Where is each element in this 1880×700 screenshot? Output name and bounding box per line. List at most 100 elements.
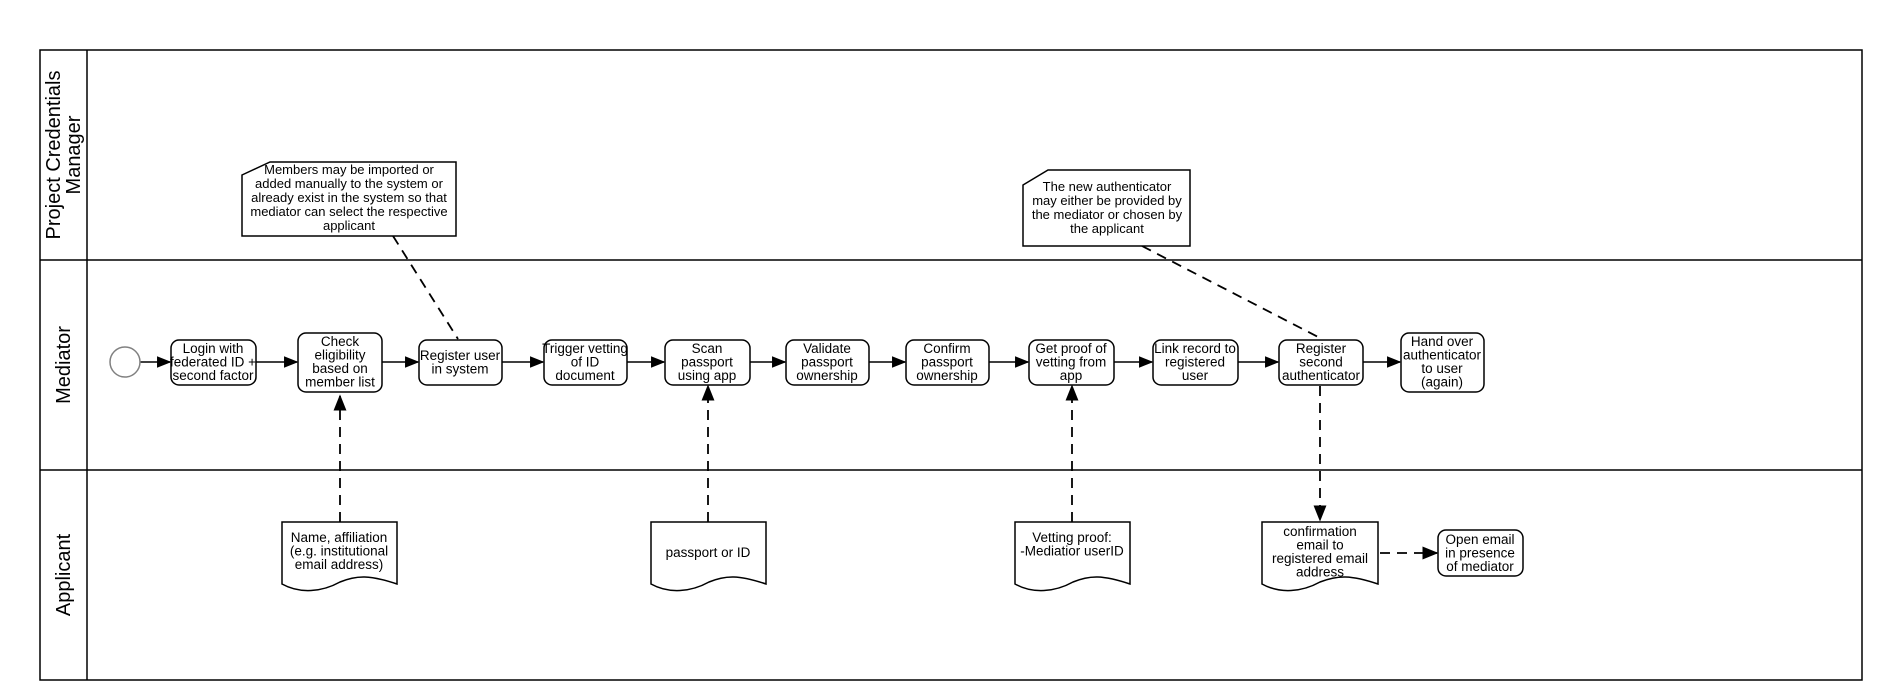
pool-border bbox=[39, 49, 1863, 681]
lane-title-applicant: Applicant bbox=[53, 533, 75, 616]
task-confirm[interactable] bbox=[905, 339, 990, 386]
text-line: to user bbox=[1421, 361, 1463, 376]
document-shapes bbox=[281, 521, 1379, 592]
task-shapes bbox=[170, 332, 1524, 577]
text-line: may either be provided by bbox=[1032, 193, 1182, 208]
doc-name[interactable] bbox=[281, 521, 398, 592]
text-line: ownership bbox=[916, 368, 978, 383]
lane-title-mediator: Mediator bbox=[53, 326, 75, 404]
task-register[interactable] bbox=[418, 339, 503, 386]
text-line: email to bbox=[1296, 538, 1343, 553]
text-line: Confirm bbox=[923, 341, 970, 356]
task-proof[interactable] bbox=[1028, 339, 1115, 386]
task-link[interactable] bbox=[1152, 339, 1239, 386]
text-line: The new authenticator bbox=[1043, 179, 1172, 194]
text-line: the applicant bbox=[1070, 221, 1144, 236]
text-line: authenticator bbox=[1403, 348, 1482, 363]
text-line: passport or ID bbox=[666, 545, 751, 560]
text-line: ownership bbox=[796, 368, 858, 383]
text-line: Mediator bbox=[53, 326, 75, 404]
text-line: Register user bbox=[420, 348, 501, 363]
text-line: passport bbox=[681, 355, 733, 370]
text-line: of mediator bbox=[1446, 559, 1514, 574]
text-line: registered bbox=[1165, 355, 1225, 370]
text-line: (e.g. institutional bbox=[290, 544, 388, 559]
text-line: confirmation bbox=[1283, 524, 1357, 539]
text-line: document bbox=[555, 368, 615, 383]
data-associations bbox=[333, 235, 1439, 560]
doc-vetting-text: Vetting proof:-Mediatior userID bbox=[1020, 530, 1124, 559]
lane-title-project-credentials-manager: Project CredentialsManager bbox=[43, 71, 85, 240]
text-line: address bbox=[1296, 565, 1344, 580]
text-line: passport bbox=[801, 355, 853, 370]
text-line: using app bbox=[678, 368, 737, 383]
note-authenticator bbox=[1022, 169, 1191, 247]
task-openemail[interactable] bbox=[1437, 529, 1524, 577]
text-line: added manually to the system or bbox=[255, 176, 444, 191]
task-scan[interactable] bbox=[664, 339, 751, 386]
text-line: Link record to bbox=[1154, 341, 1236, 356]
text-line: of ID bbox=[571, 355, 600, 370]
text-line: -Mediatior userID bbox=[1020, 544, 1124, 559]
text-line: the mediator or chosen by bbox=[1032, 207, 1183, 222]
note-shapes bbox=[241, 161, 1191, 247]
text-line: Scan bbox=[692, 341, 723, 356]
text-line: Name, affiliation bbox=[291, 530, 388, 545]
text-line: registered email bbox=[1272, 551, 1368, 566]
text-line: Get proof of bbox=[1035, 341, 1107, 356]
doc-vetting[interactable] bbox=[1014, 521, 1131, 592]
text-line: passport bbox=[921, 355, 973, 370]
text-line: vetting from bbox=[1036, 355, 1107, 370]
text-line: second bbox=[1299, 355, 1343, 370]
doc-email[interactable] bbox=[1261, 521, 1379, 592]
text-line: Manager bbox=[63, 115, 85, 194]
task-validate[interactable] bbox=[785, 339, 870, 386]
text-line: authenticator bbox=[1282, 368, 1361, 383]
text-line: Trigger vetting bbox=[542, 341, 628, 356]
text-line: Members may be imported or bbox=[264, 162, 434, 177]
text-line: Project Credentials bbox=[43, 71, 65, 240]
text-line: second factor bbox=[172, 368, 254, 383]
text-line: Open email bbox=[1445, 532, 1514, 547]
text-line: Applicant bbox=[53, 533, 75, 616]
text-line: in presence bbox=[1445, 546, 1515, 561]
text-line: already exist in the system so that bbox=[251, 190, 447, 205]
text-line: Vetting proof: bbox=[1032, 530, 1112, 545]
text-line: federated ID + bbox=[170, 355, 256, 370]
task-check[interactable] bbox=[297, 332, 383, 393]
text-line: Login with bbox=[183, 341, 244, 356]
note-members bbox=[241, 161, 457, 237]
text-line: mediator can select the respective bbox=[250, 204, 447, 219]
doc-passport[interactable] bbox=[650, 521, 767, 592]
task-handover[interactable] bbox=[1400, 332, 1485, 393]
text-line: Validate bbox=[803, 341, 851, 356]
text-line: eligibility bbox=[314, 348, 365, 363]
task-second[interactable] bbox=[1278, 339, 1364, 386]
text-line: applicant bbox=[323, 218, 375, 233]
task-login[interactable] bbox=[170, 339, 257, 386]
text-line: Register bbox=[1296, 341, 1347, 356]
text-line: user bbox=[1182, 368, 1209, 383]
start-event[interactable] bbox=[109, 346, 141, 378]
text-line: Hand over bbox=[1411, 334, 1474, 349]
text-line: email address) bbox=[295, 557, 384, 572]
text-line: in system bbox=[431, 362, 488, 377]
text-line: app bbox=[1060, 368, 1083, 383]
text-line: Check bbox=[321, 334, 360, 349]
text-line: based on bbox=[312, 361, 368, 376]
task-trigger[interactable] bbox=[543, 339, 628, 386]
